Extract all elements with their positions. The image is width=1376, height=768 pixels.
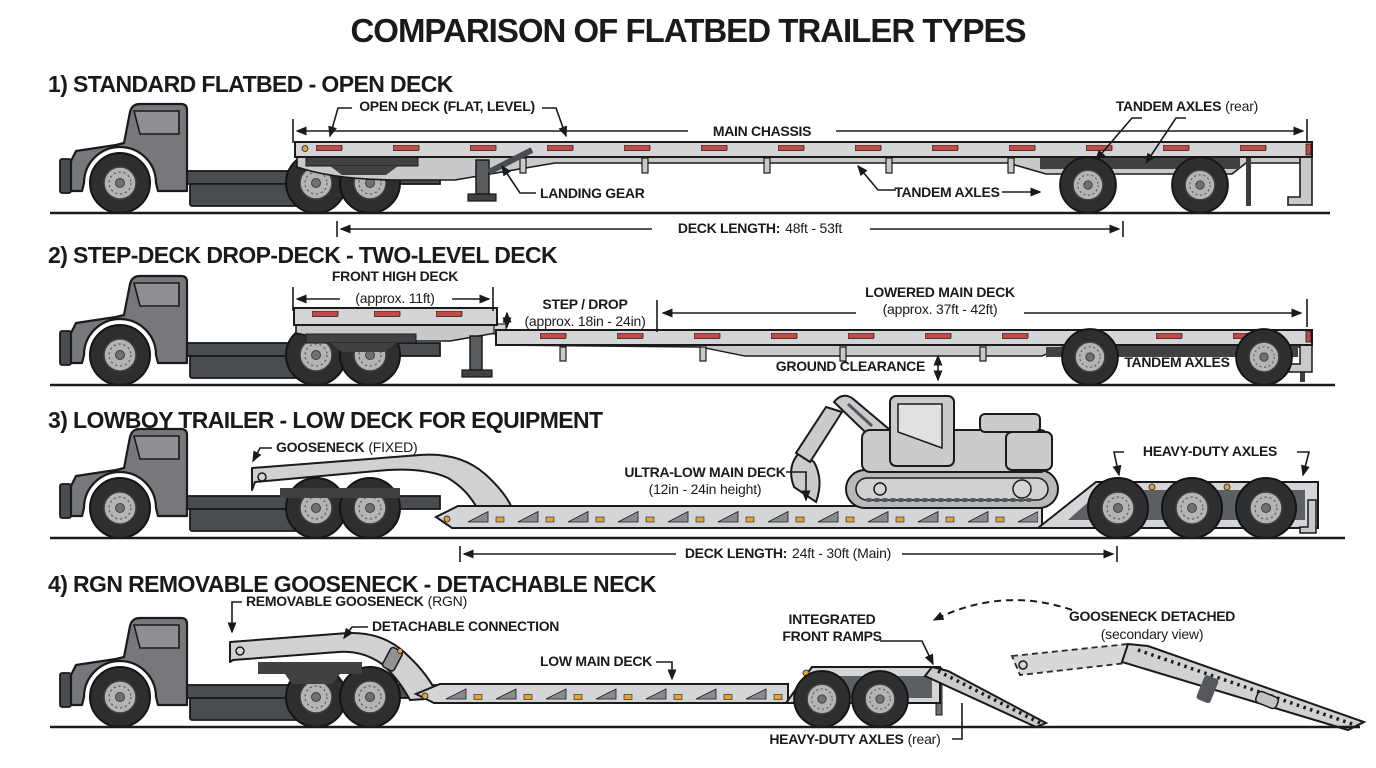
kingpin-hole bbox=[235, 646, 245, 656]
flatbed-trailer bbox=[294, 141, 1313, 214]
rear-bumper bbox=[1287, 156, 1313, 206]
front-high-deck-label: FRONT HIGH DECK bbox=[332, 268, 458, 284]
trailer-wheel bbox=[1061, 328, 1119, 386]
deck-length-label: DECK LENGTH:24ft - 30ft (Main) bbox=[685, 545, 891, 561]
detach-arc-arrow bbox=[932, 599, 1073, 621]
heavy-duty-axles-label: HEAVY-DUTY AXLES bbox=[1143, 443, 1277, 459]
section2-heading: 2) STEP-DECK DROP-DECK - TWO-LEVEL DECK bbox=[48, 242, 558, 268]
trailer-wheel bbox=[793, 670, 851, 728]
open-deck-label: OPEN DECK (FLAT, LEVEL) bbox=[359, 98, 535, 114]
truck-tractor bbox=[60, 618, 440, 727]
removable-gooseneck-label: REMOVABLE GOOSENECK(RGN) bbox=[246, 593, 467, 609]
deck-marker-strips bbox=[316, 145, 1302, 151]
ultra-low-deck-value: (12in - 24in height) bbox=[649, 481, 762, 497]
front-ramps-label-line1: INTEGRATED bbox=[789, 611, 876, 627]
main-chassis-label: MAIN CHASSIS bbox=[713, 123, 811, 139]
section1-heading: 1) STANDARD FLATBED - OPEN DECK bbox=[48, 71, 454, 97]
detached-gooseneck-view bbox=[1010, 642, 1367, 732]
tail-light bbox=[1305, 143, 1312, 156]
deck-marker-strips bbox=[312, 311, 484, 317]
kingpin-hole bbox=[257, 472, 267, 482]
section-step-deck: 2) STEP-DECK DROP-DECK - TWO-LEVEL DECK bbox=[48, 242, 1335, 387]
amber-marker bbox=[421, 692, 429, 700]
landing-gear-label: LANDING GEAR bbox=[540, 185, 645, 201]
front-ramp bbox=[923, 665, 1049, 729]
gooseneck-detached-value: (secondary view) bbox=[1101, 626, 1204, 642]
rgn-trailer bbox=[229, 631, 1049, 729]
detachable-connection-label: DETACHABLE CONNECTION bbox=[372, 618, 559, 634]
trailer-wheel bbox=[1059, 156, 1117, 214]
tandem-axles-label: TANDEM AXLES bbox=[1124, 354, 1229, 370]
lowered-main-deck-value: (approx. 37ft - 42ft) bbox=[883, 301, 998, 317]
deck-tread-pattern bbox=[466, 509, 1038, 525]
ultra-low-deck-label: ULTRA-LOW MAIN DECK bbox=[624, 464, 785, 480]
section-standard-flatbed: 1) STANDARD FLATBED - OPEN DECK bbox=[48, 71, 1330, 237]
deck-tread-pattern bbox=[444, 687, 784, 701]
low-main-deck-label: LOW MAIN DECK bbox=[540, 653, 652, 669]
detached-neck-beam bbox=[1010, 643, 1138, 676]
deck-length-label: DECK LENGTH:48ft - 53ft bbox=[678, 220, 842, 236]
gooseneck-label: GOOSENECK(FIXED) bbox=[276, 439, 417, 455]
rear-bumper bbox=[1299, 499, 1317, 534]
front-high-deck-value: (approx. 11ft) bbox=[355, 290, 434, 306]
section-lowboy: 3) LOWBOY TRAILER - LOW DECK FOR EQUIPME… bbox=[48, 394, 1345, 562]
page-title: COMPARISON OF FLATBED TRAILER TYPES bbox=[350, 12, 1025, 49]
trailer-wheel bbox=[1087, 477, 1149, 539]
trailer-wheel bbox=[1235, 328, 1293, 386]
lowered-main-deck-label: LOWERED MAIN DECK bbox=[865, 284, 1015, 300]
front-ramps-label-line2: FRONT RAMPS bbox=[782, 628, 881, 644]
section4-heading: 4) RGN REMOVABLE GOOSENECK - DETACHABLE … bbox=[48, 571, 657, 597]
gooseneck-detached-label: GOOSENECK DETACHED bbox=[1069, 608, 1235, 624]
trailer-wheel bbox=[1171, 156, 1229, 214]
step-drop-label: STEP / DROP bbox=[542, 296, 627, 312]
landing-gear bbox=[467, 147, 534, 202]
trailer-wheel bbox=[1161, 477, 1223, 539]
trailer-wheel bbox=[1235, 477, 1297, 539]
section-rgn: 4) RGN REMOVABLE GOOSENECK - DETACHABLE … bbox=[48, 571, 1367, 747]
excavator bbox=[790, 394, 1059, 509]
heavy-duty-axles-rear-label: HEAVY-DUTY AXLES(rear) bbox=[769, 731, 940, 747]
excavator-stick bbox=[794, 405, 844, 464]
amber-marker bbox=[443, 515, 451, 523]
tandem-axles-rear-label: TANDEM AXLES(rear) bbox=[1116, 98, 1258, 114]
step-deck-trailer bbox=[293, 307, 1313, 386]
landing-gear bbox=[461, 335, 493, 378]
tandem-axles-label: TANDEM AXLES bbox=[894, 184, 999, 200]
lowboy-trailer bbox=[251, 453, 1319, 539]
trailer-wheel bbox=[851, 670, 909, 728]
deck-marker-strips bbox=[540, 333, 1302, 339]
ground-clearance-label: GROUND CLEARANCE bbox=[776, 358, 925, 374]
section3-heading: 3) LOWBOY TRAILER - LOW DECK FOR EQUIPME… bbox=[48, 407, 603, 433]
amber-marker bbox=[301, 145, 309, 152]
tail-light bbox=[1305, 330, 1312, 343]
step-drop-value: (approx. 18in - 24in) bbox=[524, 313, 645, 329]
